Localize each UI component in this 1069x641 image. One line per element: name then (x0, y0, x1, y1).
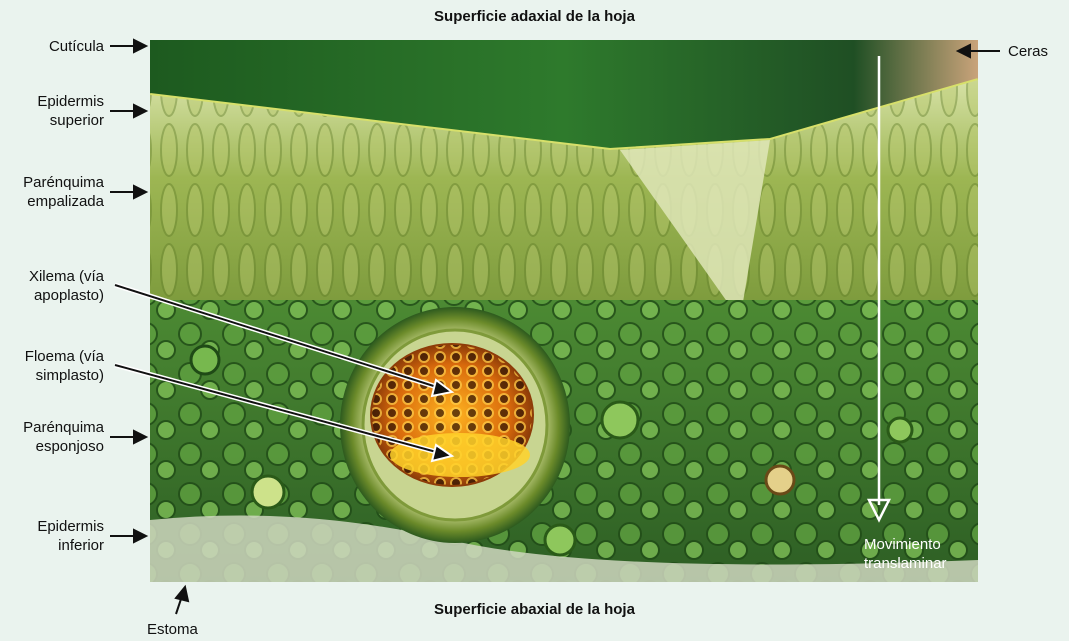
label-epidermis-superior: Epidermis superior (8, 92, 104, 130)
label-epidermis-inferior: Epidermis inferior (8, 517, 104, 555)
label-estoma: Estoma (147, 620, 198, 639)
label-cuticula: Cutícula (8, 37, 104, 56)
label-parenquima-esponjoso: Parénquima esponjoso (8, 418, 104, 456)
phloem-tissue (390, 433, 530, 477)
label-xilema: Xilema (vía apoplasto) (8, 267, 104, 305)
label-parenquima-empalizada: Parénquima empalizada (8, 173, 104, 211)
adaxial-title: Superficie adaxial de la hoja (0, 8, 1069, 25)
abaxial-title: Superficie abaxial de la hoja (0, 601, 1069, 618)
label-movimiento-translaminar: Movimiento translaminar (864, 535, 947, 573)
label-ceras: Ceras (1008, 42, 1048, 61)
leaf-block (150, 40, 978, 582)
ceras-arrow (958, 45, 1000, 57)
label-floema: Floema (vía simplasto) (8, 347, 104, 385)
